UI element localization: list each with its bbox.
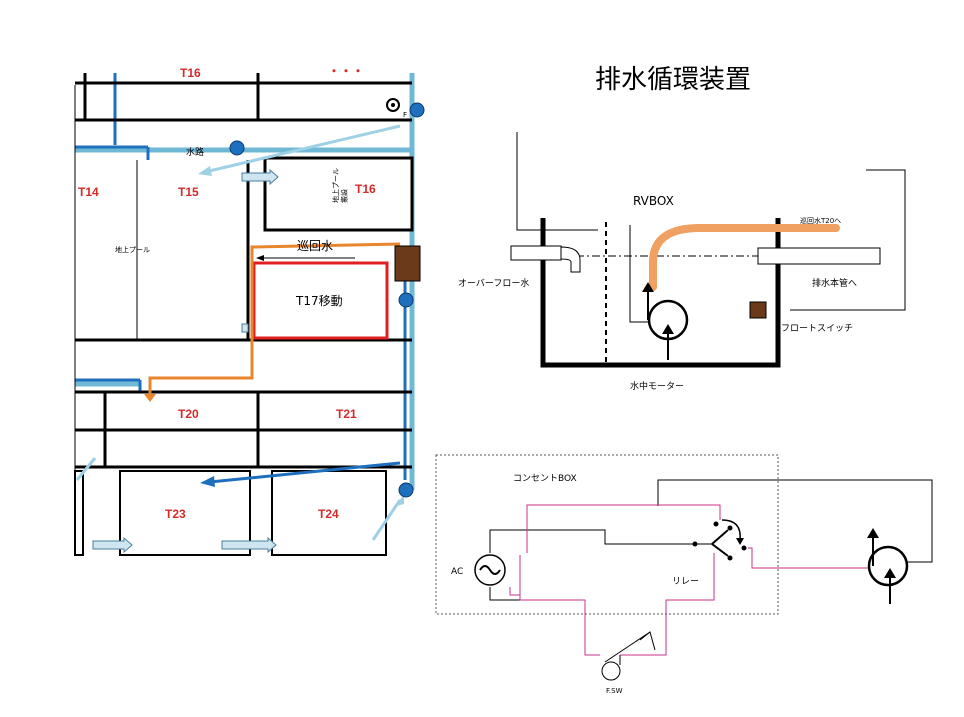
- tank-feed-line: [516, 132, 598, 231]
- tank-return-line: [790, 169, 906, 311]
- float-switch-icon: [749, 301, 767, 319]
- outline-arrows: [92, 168, 279, 554]
- relay-label: リレー: [672, 577, 699, 587]
- rv-box-marker: [394, 245, 421, 282]
- fsw-bracket: [639, 631, 656, 651]
- room-t15-label: T15: [178, 185, 199, 199]
- room-top-label: T16: [180, 66, 201, 80]
- light-flow-arrows: [75, 124, 402, 541]
- overflow-elbow: [560, 246, 581, 273]
- room-t14-label: T14: [78, 185, 99, 199]
- outlet-box-label: コンセントBOX: [513, 473, 577, 484]
- dark-arrowhead: [200, 476, 215, 487]
- room-t16-label: T16: [355, 182, 376, 196]
- room-left-edge: [74, 470, 84, 556]
- junkai-arrowhead: [256, 255, 264, 261]
- dark-water-channels: [75, 73, 407, 480]
- rvbox-label: RVBOX: [633, 194, 674, 208]
- room-t16-box: [263, 156, 414, 232]
- orange-arrowhead: [144, 394, 156, 402]
- junkai-label: 巡回水: [297, 239, 333, 253]
- overflow-pipe: [510, 245, 562, 261]
- wall-lines: [75, 73, 412, 469]
- page-title: 排水循環装置: [595, 65, 751, 95]
- motor-label: 水中モーター: [630, 380, 684, 392]
- circuit-pump-out-arrow: [867, 528, 879, 538]
- room-t23-label: T23: [165, 507, 186, 521]
- circuit-diagram: コンセントBOX AC: [435, 454, 933, 695]
- f-marker-label: F: [403, 111, 407, 119]
- tank-orange-pipe: [649, 224, 840, 291]
- room-t24-label: T24: [318, 507, 339, 521]
- float-switch-label: フロートスイッチ: [781, 323, 853, 334]
- drain-pipe: [757, 247, 881, 265]
- drain-label: 排水本管へ: [812, 277, 857, 289]
- floor-plan: T17移動 巡回水: [74, 64, 425, 556]
- outlet-box: [435, 454, 779, 615]
- ac-wave-glyph: [479, 565, 501, 575]
- t17-label: T17移動: [295, 294, 343, 308]
- room-top-dots: ・・・: [328, 64, 364, 78]
- circuit-pump-in-arrow: [884, 568, 896, 578]
- suiro-label: 水路: [186, 146, 204, 158]
- pool-label: 地上プール: [115, 245, 150, 254]
- overflow-label: オーバーフロー水: [458, 277, 529, 289]
- blue-nodes: [229, 102, 425, 498]
- tank-body: [540, 218, 781, 368]
- light-arrowhead-1: [198, 166, 212, 176]
- orange-return-pipe: [148, 242, 401, 396]
- ac-label: AC: [451, 567, 463, 577]
- room-t20-label: T20: [178, 407, 199, 421]
- room-t21-label: T21: [336, 407, 357, 421]
- circuit-pump-icon: [867, 545, 909, 587]
- t17-box: [252, 261, 389, 340]
- dark-flow-arrow: [209, 461, 401, 484]
- fsw-float-icon: [601, 661, 621, 681]
- pump-in-arrow: [662, 324, 674, 334]
- junkai-t20-label: 巡回水T20へ: [800, 216, 841, 225]
- black-wires: [489, 479, 933, 601]
- room-t23-box: [119, 470, 251, 556]
- target-marker-dot: [391, 103, 395, 107]
- tank-diagram: RVBOX 巡回水T20へ オーバーフロー水 排水本管へ フロートスイッチ 水中…: [458, 132, 906, 392]
- magenta-wires: [509, 504, 868, 656]
- room-t24-box: [271, 470, 387, 556]
- t16-sub-label: 地上プール搬設: [331, 168, 348, 203]
- light-arrowhead-2: [396, 494, 404, 506]
- fsw-label: F.SW: [606, 687, 623, 695]
- relay-icon: [692, 519, 747, 561]
- pump-out-arrow: [642, 282, 654, 292]
- fsw-lever: [604, 631, 651, 663]
- pump-intake-line: [629, 225, 648, 323]
